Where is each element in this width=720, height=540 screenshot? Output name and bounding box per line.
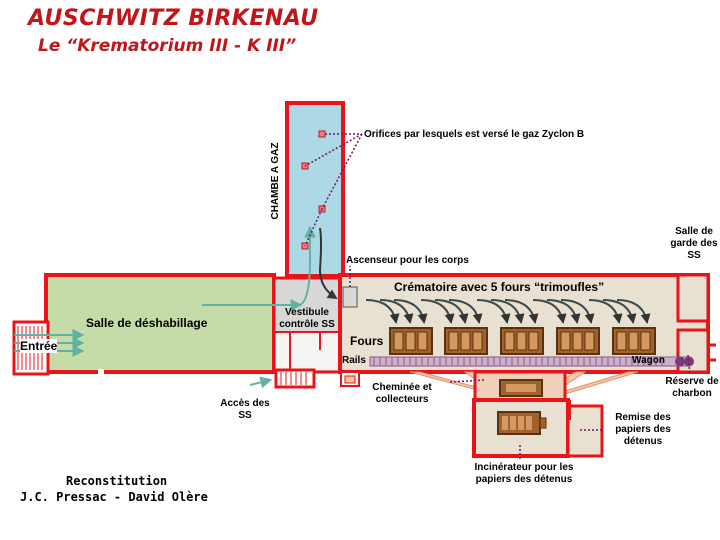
diagram-title: AUSCHWITZ BIRKENAU xyxy=(28,6,319,31)
vestibule-arrow xyxy=(318,227,338,300)
entrance-label: Entrée xyxy=(20,339,58,353)
oven xyxy=(389,327,433,355)
credit-line-2: J.C. Pressac - David Olère xyxy=(20,490,208,504)
oven xyxy=(500,327,544,355)
papers-store-label: Remise des papiers des détenus xyxy=(615,412,671,447)
wagon-label: Wagon xyxy=(632,355,665,366)
crematorium-label: Crématoire avec 5 fours “trimoufles” xyxy=(394,280,605,294)
credit-line-1: Reconstitution xyxy=(66,474,168,488)
coal-reserve-label: Réserve de charbon xyxy=(665,376,719,399)
chimney-label: Cheminée et collecteurs xyxy=(372,382,432,405)
gas-chamber xyxy=(285,101,345,278)
ovens-label: Fours xyxy=(350,334,384,348)
guard-room-label: Salle de garde des SS xyxy=(670,226,718,261)
incinerator-label: Incinérateur pour les papiers des détenu… xyxy=(474,462,574,485)
body-flow-arrows xyxy=(365,299,651,324)
elevator xyxy=(342,286,358,308)
callout-lines xyxy=(304,133,691,460)
oven xyxy=(612,327,656,355)
incinerator xyxy=(497,411,547,435)
gas-chamber-label: CHAMBE A GAZ xyxy=(270,142,281,220)
rails-label: Rails xyxy=(342,355,366,366)
diagram-subtitle: Le “Krematorium III - K III” xyxy=(38,36,297,56)
zyklon-hole xyxy=(318,130,326,138)
zyklon-holes-label: Orifices par lesquels est versé le gaz Z… xyxy=(364,129,585,140)
vestibule-label: Vestibule contrôle SS xyxy=(279,307,335,330)
guard-room xyxy=(676,273,710,323)
undressing-room-label: Salle de déshabillage xyxy=(86,316,208,330)
oven xyxy=(556,327,600,355)
ss-access-stairs xyxy=(274,368,316,389)
oven xyxy=(444,327,488,355)
elevator-label: Ascenseur pour les corps xyxy=(346,255,469,266)
rails xyxy=(369,356,694,367)
ss-access-label: Accès des SS xyxy=(220,398,270,421)
